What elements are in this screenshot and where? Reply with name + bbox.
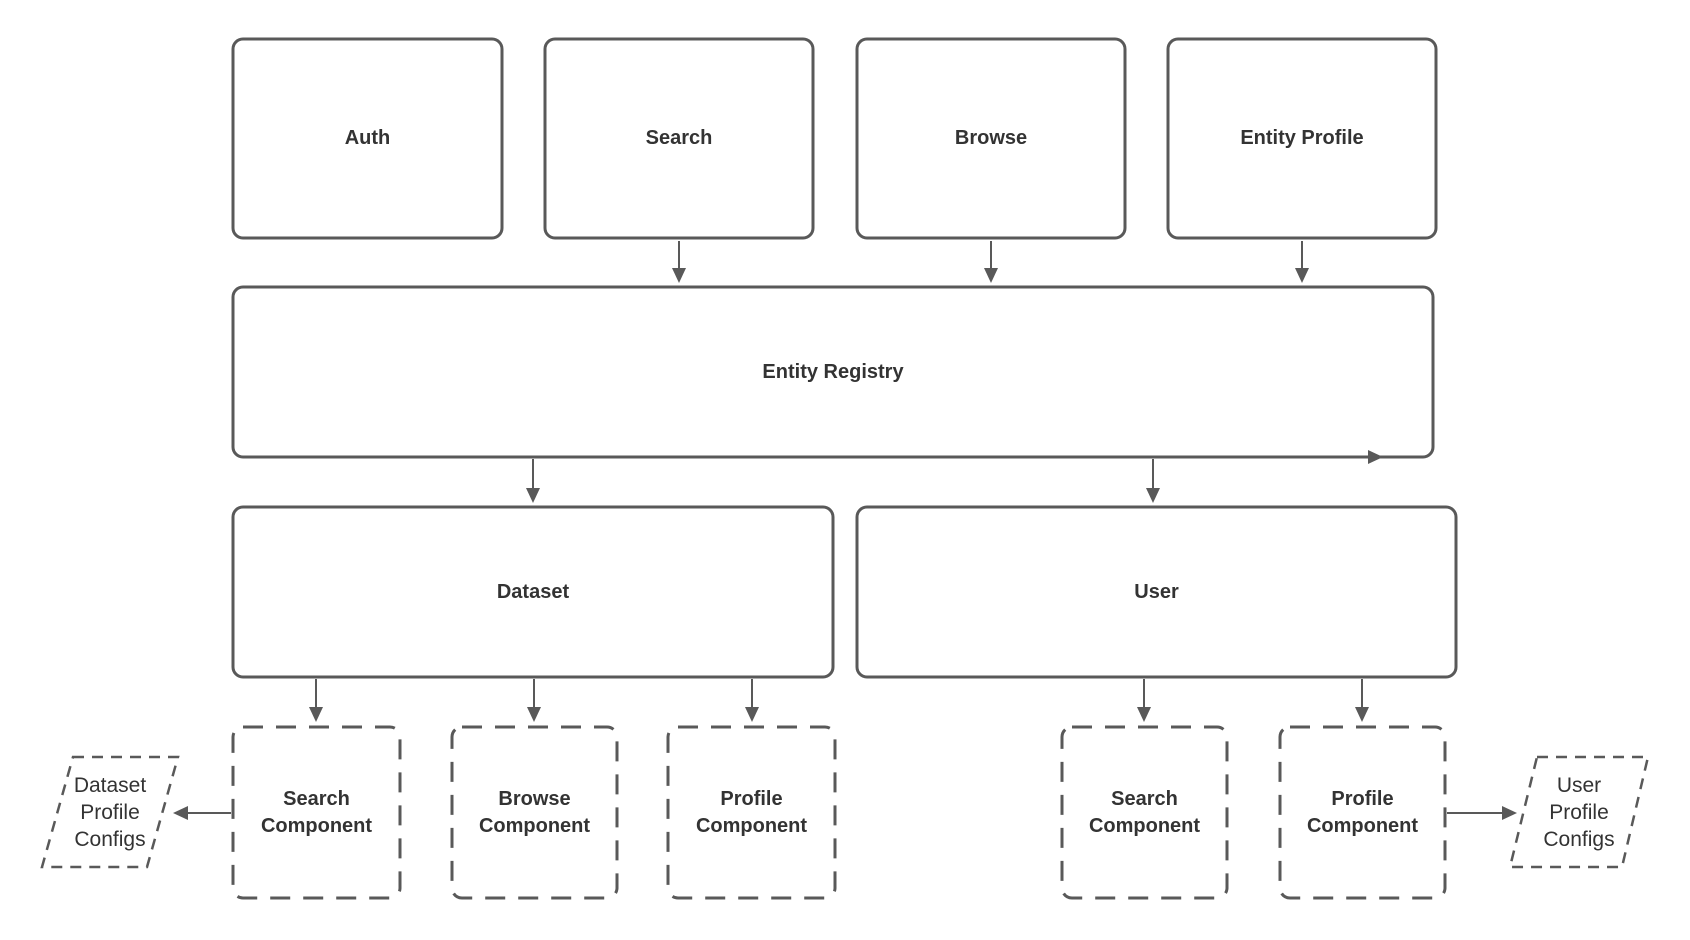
node-search-box xyxy=(543,37,815,240)
node-user-search-component-box xyxy=(1060,725,1229,900)
node-auth-box xyxy=(231,37,504,240)
node-dataset-search-component-box xyxy=(231,725,402,900)
node-dataset-profile-configs-shape xyxy=(40,755,180,869)
node-entity-registry-box xyxy=(231,285,1435,459)
node-entity-profile-box xyxy=(1166,37,1438,240)
node-user-profile-configs-shape xyxy=(1508,755,1650,869)
node-browse-box xyxy=(855,37,1127,240)
node-dataset-profile-component-box xyxy=(666,725,837,900)
node-user-box xyxy=(855,505,1458,679)
node-dataset-browse-component-box xyxy=(450,725,619,900)
node-user-profile-component-box xyxy=(1278,725,1447,900)
node-dataset-box xyxy=(231,505,835,679)
